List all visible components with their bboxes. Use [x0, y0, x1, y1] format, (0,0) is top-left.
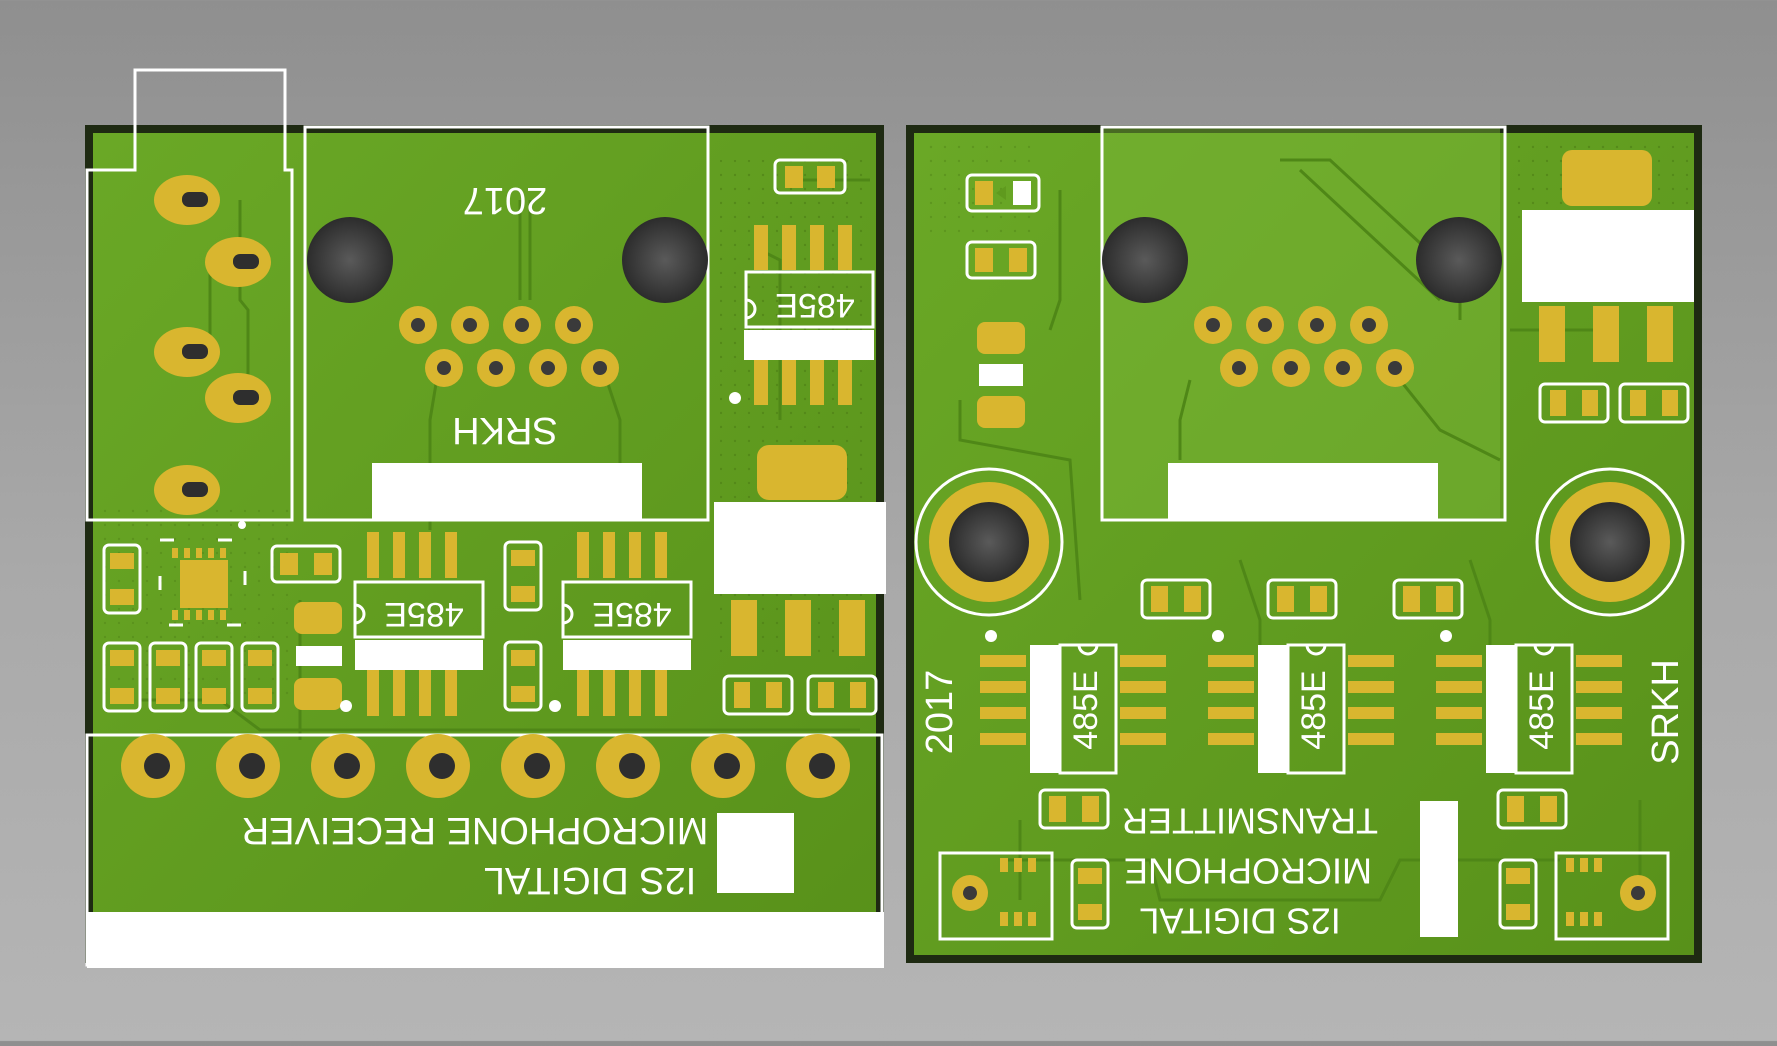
ic-package-icon: 485E: [1208, 630, 1394, 775]
transmitter-brand-label: SRKH: [1645, 659, 1687, 765]
transmitter-title-line3: TRANSMITTER: [1122, 800, 1378, 841]
transmitter-title-line1: I2S DIGITAL: [1139, 900, 1340, 941]
chip-marking-3: 485E: [592, 595, 671, 633]
vertical-cap: [977, 322, 1025, 428]
mounting-hole-icon: [1102, 217, 1188, 303]
rj45-pins: [1194, 306, 1414, 387]
left-resistor-array: [102, 641, 280, 713]
receiver-title-line2: MICROPHONE RECEIVER: [242, 809, 709, 851]
regulator-pads: [731, 600, 865, 656]
ic-package-icon: 485E: [340, 532, 485, 716]
bottom-resistors: [1038, 788, 1568, 930]
ic-package-icon: 485E: [549, 532, 693, 716]
copper-pad-icon: [757, 445, 847, 500]
chip-marking-2: 485E: [384, 595, 463, 633]
connector-outline: [85, 68, 294, 522]
transmitter-board: 485E 485E 485E 2017 SRKH: [906, 125, 1702, 963]
chip-marking-1: 485E: [775, 286, 854, 324]
receiver-year-label: 2017: [463, 179, 548, 221]
qfn-chip: [158, 521, 247, 627]
led-indicator: [965, 173, 1041, 213]
passive-pair-right: [1538, 382, 1690, 424]
receiver-board: 2017 SRKH 485E: [85, 68, 886, 968]
resistor-top-right: [773, 158, 847, 195]
chip-marking-4: 485E: [1067, 670, 1105, 749]
copper-pad-icon: [1562, 150, 1652, 206]
ic-package-icon: 485E: [729, 225, 875, 405]
bottom-right-sensor: [1554, 851, 1670, 941]
rj45-pins: [399, 306, 619, 387]
mounting-hole-icon: [622, 217, 708, 303]
transmitter-title-line2: MICROPHONE: [1124, 850, 1372, 891]
receiver-brand-label: SRKH: [452, 409, 558, 451]
chip-marking-6: 485E: [1523, 670, 1561, 749]
bottom-left-sensor: [938, 851, 1054, 941]
receiver-title-line1: I2S DIGITAL: [484, 859, 697, 901]
left-passives: [102, 543, 342, 710]
mounting-hole-icon: [1416, 217, 1502, 303]
mounting-hole-icon: [914, 467, 1064, 617]
passive-pair-right: [722, 674, 878, 716]
ic-package-icon: 485E: [980, 630, 1166, 775]
chip-marking-5: 485E: [1295, 670, 1333, 749]
resistor-top-left: [965, 240, 1037, 280]
transmitter-year-label: 2017: [919, 670, 961, 755]
middle-passives: [503, 540, 543, 712]
header-pins: [121, 734, 850, 798]
regulator-pads: [1539, 306, 1673, 362]
resistor-row: [1140, 578, 1464, 620]
ic-package-icon: 485E: [1436, 630, 1622, 775]
mounting-hole-icon: [1535, 467, 1685, 617]
mounting-hole-icon: [307, 217, 393, 303]
